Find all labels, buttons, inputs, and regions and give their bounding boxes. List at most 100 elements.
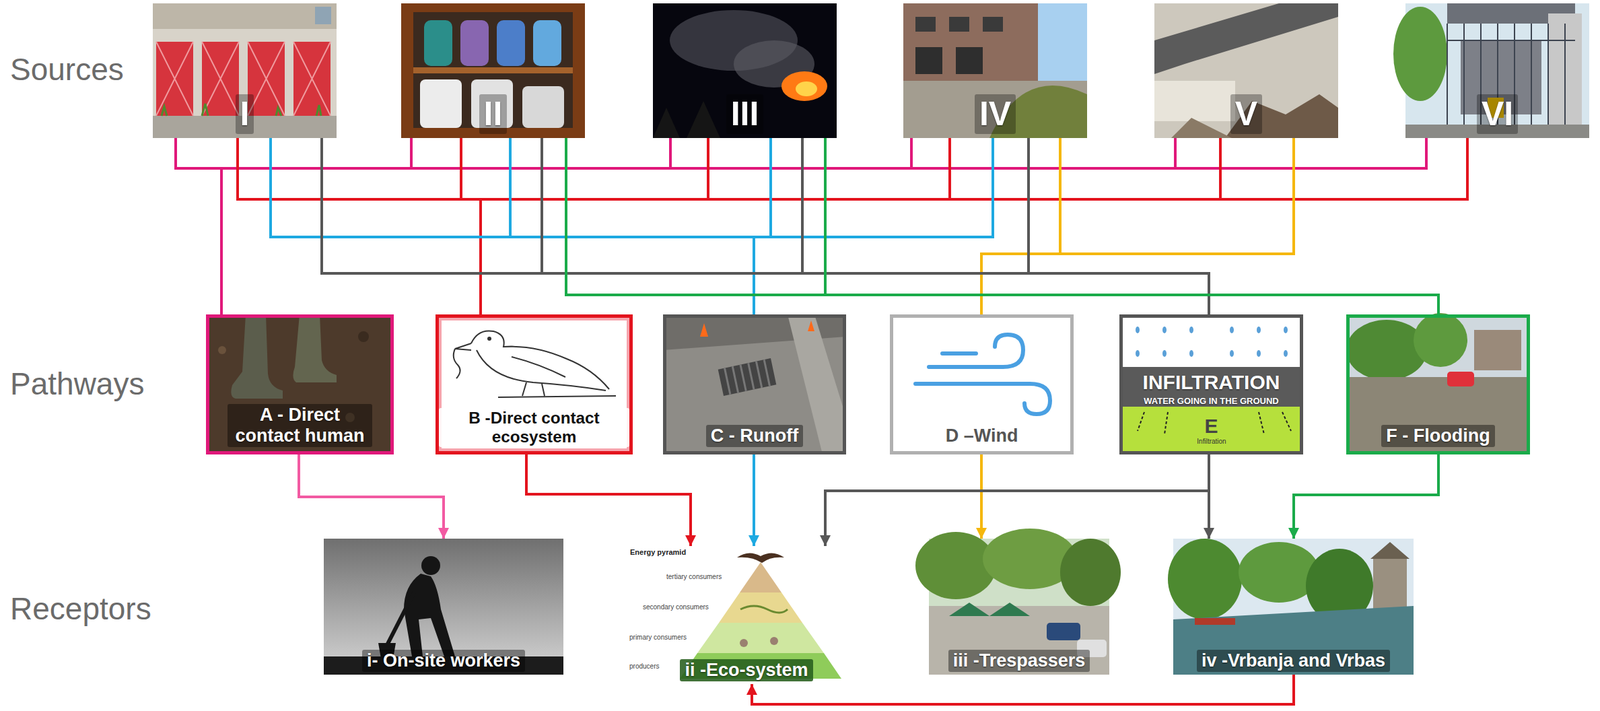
- pathway-box: A - Direct contact human: [205, 314, 394, 455]
- connector-line: [510, 137, 754, 315]
- park-photo-part: [928, 605, 1110, 675]
- yarn-cabinet-photo-part: [401, 3, 585, 138]
- worker-silhouette-photo: [323, 538, 564, 675]
- bird-sketch-part-part: [453, 348, 461, 379]
- infiltration-diagram-part-part: [1135, 326, 1140, 334]
- yarn-cabinet-photo-part: [460, 20, 489, 66]
- boots-on-soil-photo-part: [292, 314, 337, 383]
- receptor-photo: ii -Eco-system: [625, 545, 868, 684]
- yarn-cabinet-photo-part: [496, 20, 526, 66]
- flooding-photo-part: [1413, 312, 1468, 367]
- road-drain-photo: [663, 314, 847, 455]
- ruined-building-photo-part: [1225, 94, 1339, 138]
- connector-line: [825, 137, 1439, 315]
- boots-on-soil-photo-part: [218, 345, 227, 355]
- infiltration-diagram-part-part: [1229, 326, 1234, 334]
- connector-line: [751, 674, 1294, 705]
- bird-sketch-part-part: [455, 343, 472, 351]
- construction-site-photo-part: [903, 3, 1088, 138]
- river-photo-part: [1370, 541, 1410, 559]
- park-photo: [915, 528, 1121, 675]
- source-photo: I: [152, 3, 337, 138]
- infiltration-diagram-part: [1119, 366, 1304, 407]
- bird-sketch-part-part: [471, 330, 610, 390]
- pathway-box: C - Runoff: [663, 314, 847, 455]
- wind-icon-part-part: [915, 383, 1051, 414]
- construction-site-photo-part: [982, 16, 1003, 32]
- wind-icon-part-part: [928, 334, 1024, 367]
- bird-sketch-part: [487, 336, 492, 341]
- flooding-photo-part: [1474, 329, 1522, 371]
- connector-line: [752, 454, 756, 546]
- fire-photo: [652, 3, 837, 138]
- construction-site-photo-part: [903, 3, 1038, 81]
- park-photo-part: [1060, 538, 1121, 606]
- flooding-photo-part: [1346, 376, 1530, 455]
- connector-line: [480, 137, 1468, 315]
- connector-line: [321, 137, 1209, 315]
- energy-pyramid-illustration-part: [625, 545, 868, 684]
- pathway-label: INFILTRATION: [1138, 371, 1285, 394]
- infiltration-diagram: [1119, 314, 1304, 455]
- connector-line: [270, 137, 754, 315]
- construction-site-photo: [903, 3, 1088, 138]
- fire-photo-part: [781, 71, 828, 101]
- river-photo: [1167, 538, 1414, 675]
- ruined-building-photo: [1154, 3, 1339, 138]
- ruined-building-photo-part: [1171, 117, 1232, 138]
- connector-line: [802, 137, 1209, 315]
- connector-line: [1028, 137, 1209, 315]
- yarn-cabinet-photo-part: [413, 67, 573, 74]
- connector-line: [480, 137, 1221, 315]
- infiltration-diagram-part-part: [1229, 350, 1234, 357]
- connector-line: [566, 137, 1439, 315]
- yarn-cabinet-photo-part: [533, 20, 562, 66]
- row-heading: Sources: [10, 53, 124, 85]
- pathway-label: B -Direct contact ecosystem: [438, 407, 630, 447]
- garage-photo: [152, 3, 337, 138]
- connector-line: [237, 137, 481, 315]
- pathway-label: A - Direct contact human: [227, 403, 373, 447]
- infiltration-diagram-part-part: [1162, 350, 1167, 357]
- road-drain-photo-part: [700, 323, 709, 337]
- energy-pyramid-illustration-part: [718, 592, 803, 623]
- connector-line: [480, 137, 709, 315]
- worker-silhouette-photo-part: [387, 592, 414, 645]
- infiltration-diagram-part-part: [1283, 350, 1288, 357]
- road-drain-photo-part: [718, 358, 777, 396]
- source-number: III: [726, 94, 764, 135]
- pathway-label: C - Runoff: [706, 424, 804, 447]
- pathway-box: INFILTRATIONWATER GOING IN THE GROUNDE: [1119, 314, 1304, 455]
- infiltration-diagram-part-part: [1135, 350, 1140, 357]
- energy-pyramid-illustration-part: [737, 552, 785, 563]
- bird-sketch-part-part: [498, 382, 616, 398]
- source-photo: V: [1154, 3, 1339, 138]
- energy-pyramid-illustration-part: [697, 622, 824, 653]
- infiltration-diagram-part-part: [1256, 326, 1261, 334]
- receptor-photo: i- On-site workers: [323, 538, 564, 675]
- receptor-photo: iv -Vrbanja and Vrbas: [1173, 538, 1414, 675]
- yarn-cabinet-photo-part: [420, 79, 462, 128]
- infiltration-diagram-part-part: [1189, 326, 1194, 334]
- fire-photo-part: [652, 3, 837, 138]
- infiltration-diagram-part-part: [1283, 326, 1288, 334]
- construction-site-photo-part: [915, 16, 936, 32]
- connector-line: [980, 454, 983, 539]
- connector-line: [825, 454, 1209, 546]
- bird-sketch-part: [453, 330, 616, 398]
- garage-photo-part: [315, 6, 332, 25]
- illustration-label: primary consumers: [629, 634, 687, 641]
- energy-pyramid-illustration-part: [740, 605, 788, 613]
- source-number: I: [235, 94, 255, 135]
- source-photo: IV: [903, 3, 1088, 138]
- construction-site-photo-part: [903, 80, 1088, 138]
- pathway-label: WATER GOING IN THE GROUND: [1138, 395, 1284, 407]
- connector-line: [526, 454, 691, 546]
- connector-line: [753, 137, 771, 315]
- connector-line: [753, 137, 993, 315]
- pathway-box: D –Wind: [889, 314, 1074, 455]
- river-photo-part: [1194, 617, 1236, 625]
- worker-silhouette-photo-part: [323, 538, 564, 675]
- source-number: V: [1230, 94, 1263, 135]
